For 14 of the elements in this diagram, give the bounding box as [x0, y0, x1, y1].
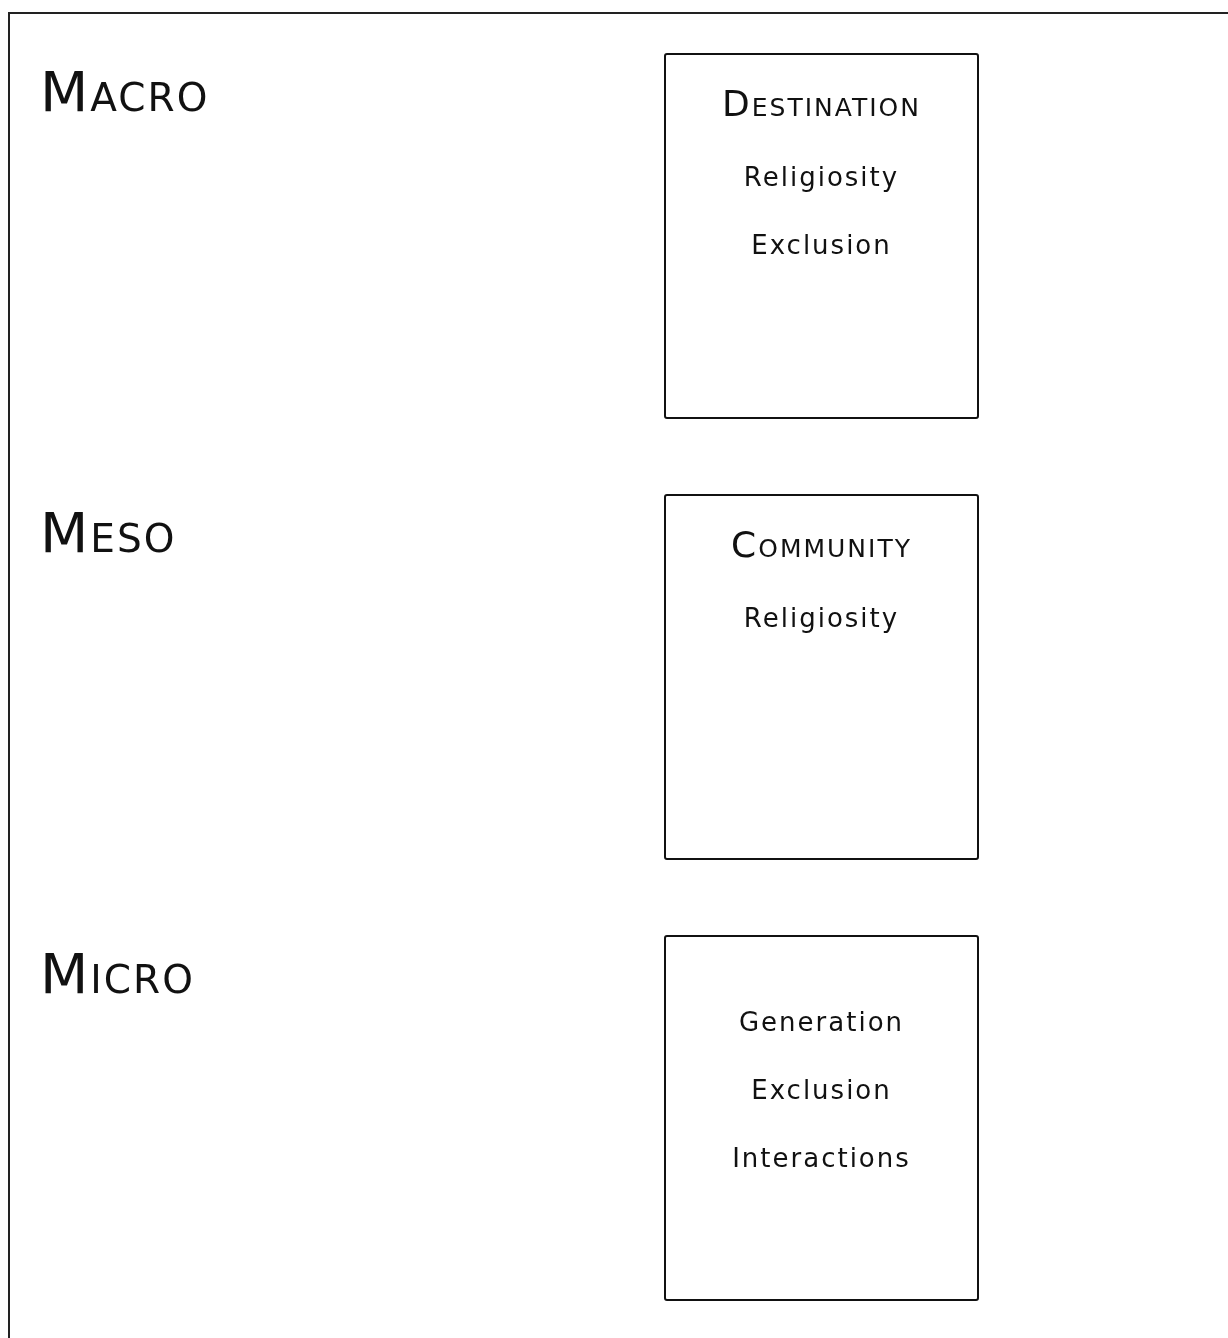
box-heading: Destination: [722, 83, 921, 124]
level-box: [664, 494, 979, 860]
level-box: [664, 935, 979, 1301]
factor-text: Interactions: [732, 1143, 911, 1173]
level-label: Meso: [40, 505, 177, 561]
level-label: Micro: [40, 946, 195, 1002]
level-box: [664, 53, 979, 419]
factor-text: Religiosity: [743, 603, 900, 633]
factor-text: Generation: [738, 1007, 904, 1037]
box-heading: Community: [731, 524, 912, 565]
factor-text: Exclusion: [751, 230, 892, 260]
level-label: Macro: [40, 64, 210, 120]
factor-text: Exclusion: [751, 1075, 892, 1105]
factor-text: Religiosity: [743, 162, 900, 192]
